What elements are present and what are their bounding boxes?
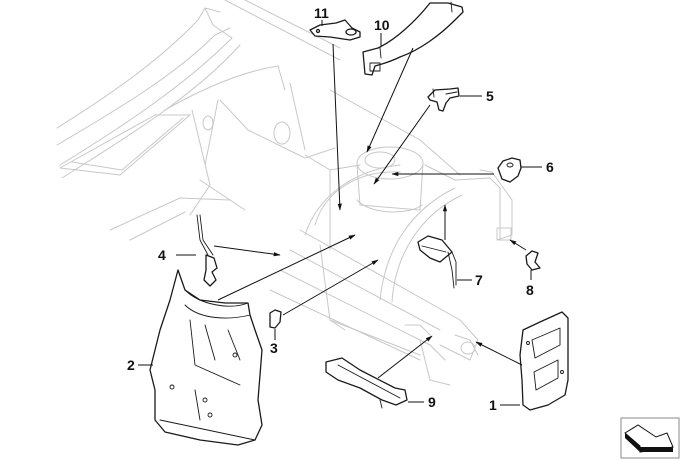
part-10-wheel-arch-strut[interactable] [362, 1, 464, 76]
part-1-mounting-plate[interactable] [519, 311, 569, 411]
part-5-clip[interactable] [427, 87, 460, 112]
next-page-arrow-icon[interactable] [620, 417, 680, 459]
callout-4[interactable]: 4 [158, 247, 166, 263]
callout-6[interactable]: 6 [546, 159, 554, 175]
callout-labels: 11 10 5 6 7 8 4 3 2 9 1 [127, 5, 554, 413]
callout-8[interactable]: 8 [526, 282, 534, 298]
part-4-brace[interactable] [196, 214, 218, 287]
callout-2[interactable]: 2 [127, 357, 135, 373]
body-shell-background [56, 0, 513, 386]
part-2-wheel-arch-panel[interactable] [149, 269, 263, 446]
part-9-reinforcement[interactable] [325, 357, 408, 409]
part-3-clip[interactable] [269, 309, 282, 329]
callout-3[interactable]: 3 [270, 340, 278, 356]
part-6-rubber-buffer[interactable] [497, 157, 522, 183]
callout-5[interactable]: 5 [486, 88, 494, 104]
part-8-clip[interactable] [525, 250, 541, 271]
callout-1[interactable]: 1 [489, 397, 497, 413]
part-7-bracket[interactable] [417, 235, 457, 289]
callout-11[interactable]: 11 [314, 5, 329, 21]
callout-9[interactable]: 9 [428, 394, 436, 410]
assembly-arrows [213, 43, 527, 379]
callout-leaders [138, 20, 542, 406]
callout-7[interactable]: 7 [475, 272, 483, 288]
callout-10[interactable]: 10 [374, 17, 390, 33]
